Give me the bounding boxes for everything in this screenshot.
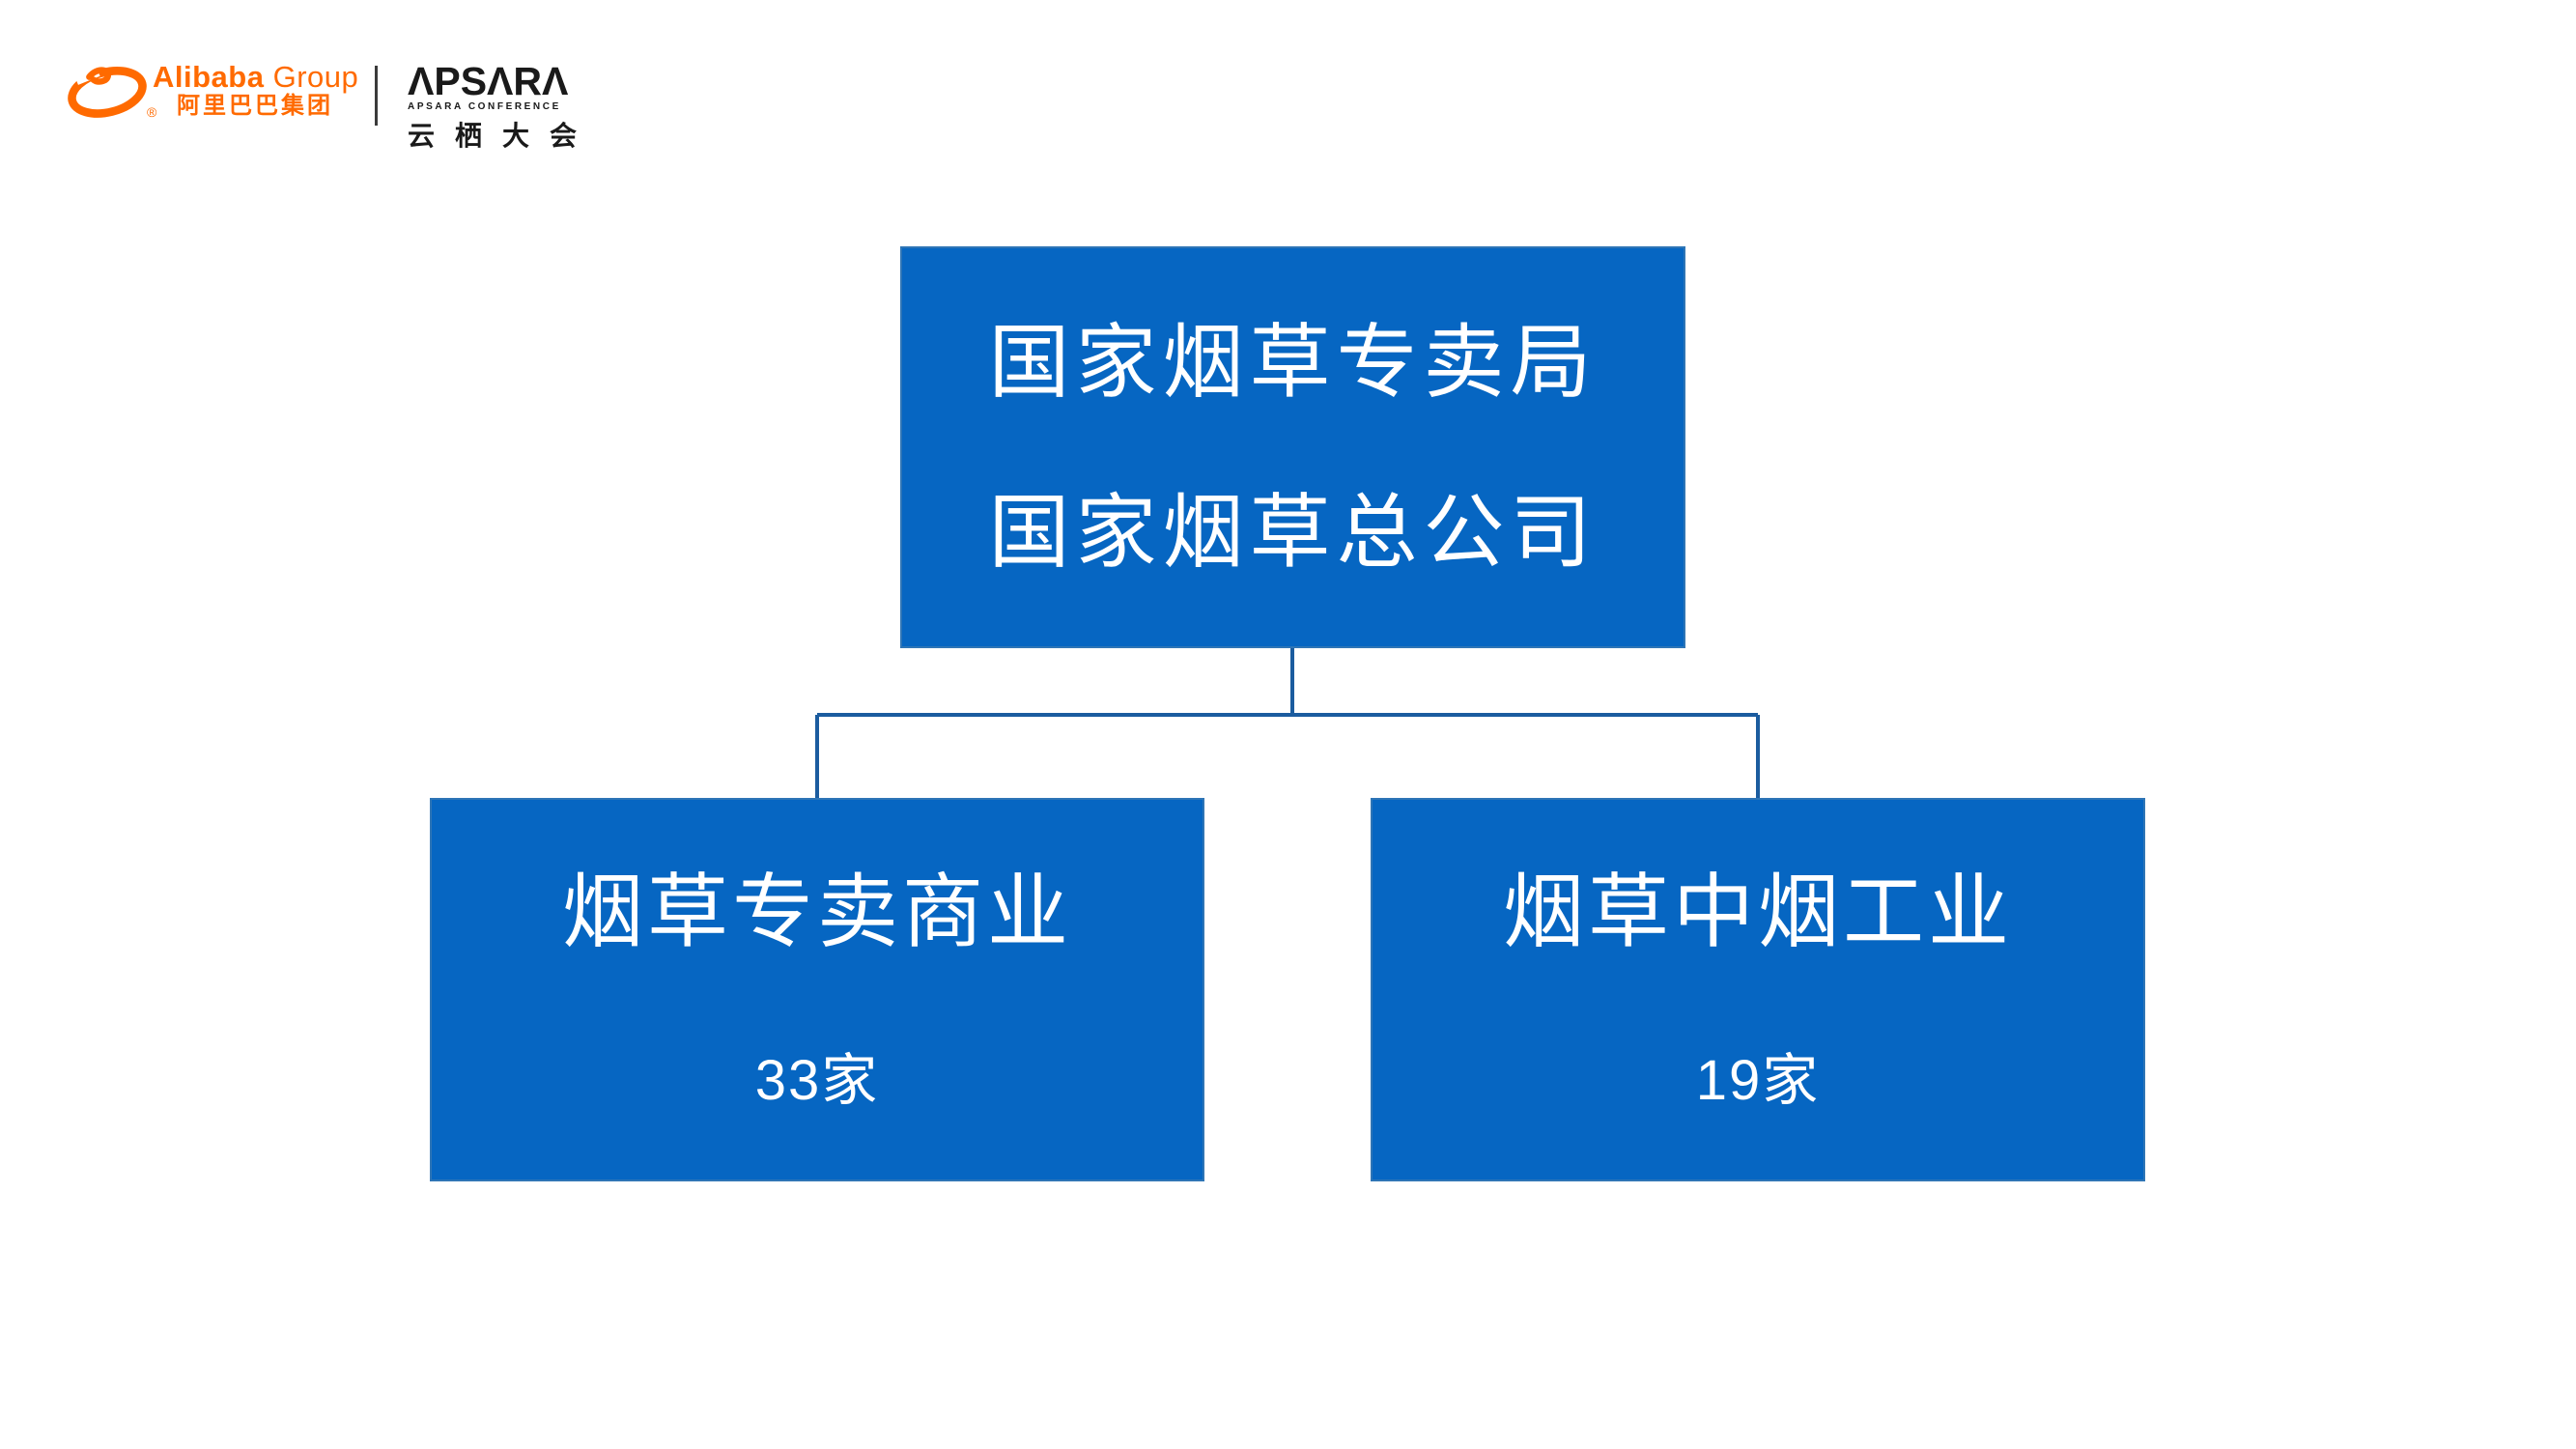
alibaba-group-name-cn: 阿里巴巴集团 (177, 93, 333, 119)
org-node-root: 国家烟草专卖局 国家烟草总公司 (900, 246, 1685, 648)
apsara-name-cn: 云栖大会 (408, 121, 598, 151)
apsara-wordmark: ΛPSΛRΛ (408, 59, 569, 103)
org-node-root-line-2: 国家烟草总公司 (988, 487, 1598, 578)
connector-lines (815, 648, 1760, 798)
alibaba-group-wordmark: Alibaba Group 阿里巴巴集团 (153, 60, 359, 119)
alibaba-smile-icon (68, 64, 147, 118)
org-node-commercial-title: 烟草专卖商业 (561, 866, 1072, 957)
org-node-industrial-title: 烟草中烟工业 (1502, 866, 2013, 957)
org-node-root-line-1: 国家烟草专卖局 (988, 317, 1598, 408)
alibaba-name-bold: Alibaba (153, 60, 265, 94)
brand-bar: ® Alibaba Group 阿里巴巴集团 ΛPSΛRΛ APSARA CON… (66, 60, 607, 151)
org-node-commercial: 烟草专卖商业 33家 (430, 798, 1204, 1181)
registered-trademark: ® (147, 104, 157, 120)
org-node-industrial-count: 19家 (1695, 1048, 1821, 1112)
org-node-industrial: 烟草中烟工业 19家 (1371, 798, 2145, 1181)
alibaba-group-name-en: Alibaba Group (153, 60, 359, 94)
group-name-regular: Group (272, 60, 359, 94)
apsara-conference-subtitle: APSARA CONFERENCE (408, 101, 561, 112)
org-node-commercial-count: 33家 (754, 1048, 880, 1112)
logo-divider (375, 66, 378, 126)
apsara-conference-logo: ΛPSΛRΛ APSARA CONFERENCE 云栖大会 (408, 62, 581, 154)
